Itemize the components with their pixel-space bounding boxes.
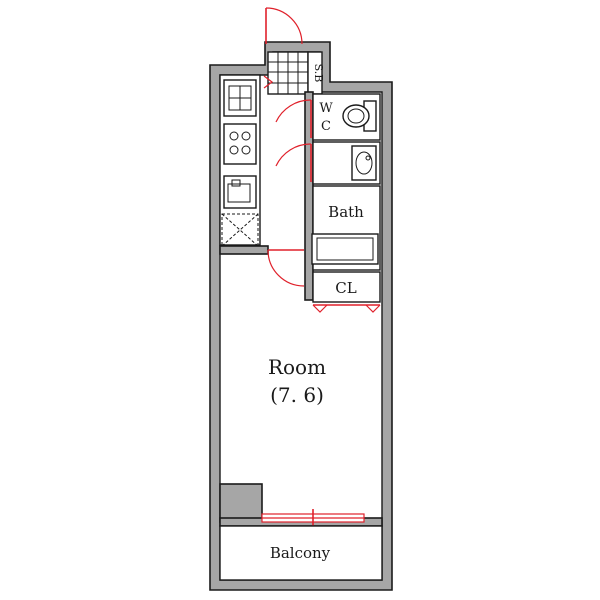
closet-label: CL	[335, 279, 356, 297]
bath-label: Bath	[328, 203, 364, 221]
bathtub-icon	[311, 233, 379, 265]
entrance-door	[265, 7, 303, 45]
entry-marker	[263, 75, 273, 89]
wash-basin-icon	[351, 145, 377, 181]
balcony-area	[219, 525, 383, 581]
wc-door	[275, 99, 312, 138]
shoe-box-label: S.B	[312, 64, 325, 83]
washroom-door	[275, 143, 312, 182]
balcony-label: Balcony	[270, 544, 331, 562]
stove-icon	[223, 123, 257, 165]
toilet-icon	[342, 100, 377, 132]
balcony-window	[261, 509, 365, 526]
wc-label-line1: W	[319, 101, 333, 116]
room-label: Room	[268, 355, 326, 379]
room-door	[267, 249, 305, 287]
pillar	[219, 483, 263, 523]
entrance-tiles	[267, 51, 309, 95]
partition-wall	[219, 245, 269, 255]
fridge-icon	[223, 79, 257, 117]
wc-label-line2: C	[321, 119, 331, 134]
kitchen-sink-icon	[223, 175, 257, 209]
room-size-label: (7. 6)	[270, 383, 324, 407]
closet	[312, 271, 381, 303]
closet-doors	[312, 304, 381, 313]
